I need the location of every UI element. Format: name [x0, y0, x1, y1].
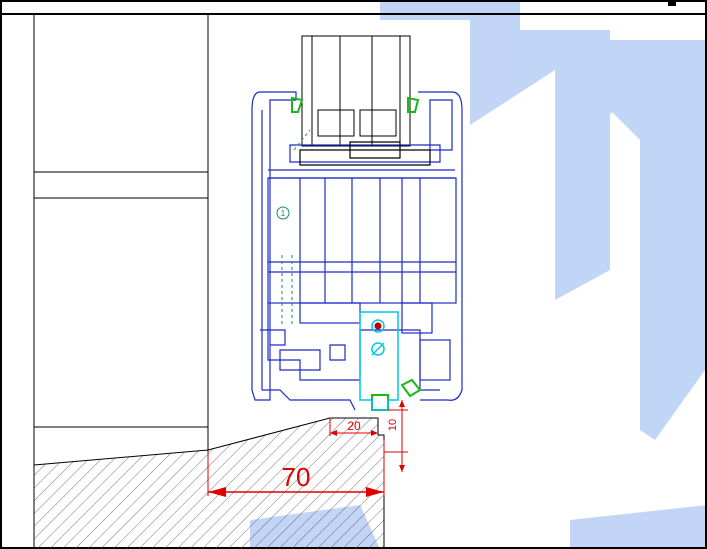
dimension-sill-width: 70: [207, 440, 385, 497]
sill-hatched: [33, 417, 385, 549]
dimension-step-width: 20: [329, 418, 378, 436]
dimension-step-height: 10: [384, 400, 408, 472]
circle-marker-label: 1: [281, 209, 286, 218]
step-height-label: 10: [387, 419, 399, 431]
glazing-bead: [299, 141, 431, 166]
step-width-label: 20: [347, 419, 361, 433]
wall: [33, 14, 209, 549]
circle-marker: 1: [276, 206, 290, 220]
title-bar-mark: [668, 0, 676, 6]
glass-unit: [301, 35, 411, 147]
window-profile: [251, 91, 463, 411]
sill-width-label: 70: [282, 462, 311, 492]
drain-holes: [374, 322, 382, 330]
dashed-guides: [281, 129, 311, 325]
